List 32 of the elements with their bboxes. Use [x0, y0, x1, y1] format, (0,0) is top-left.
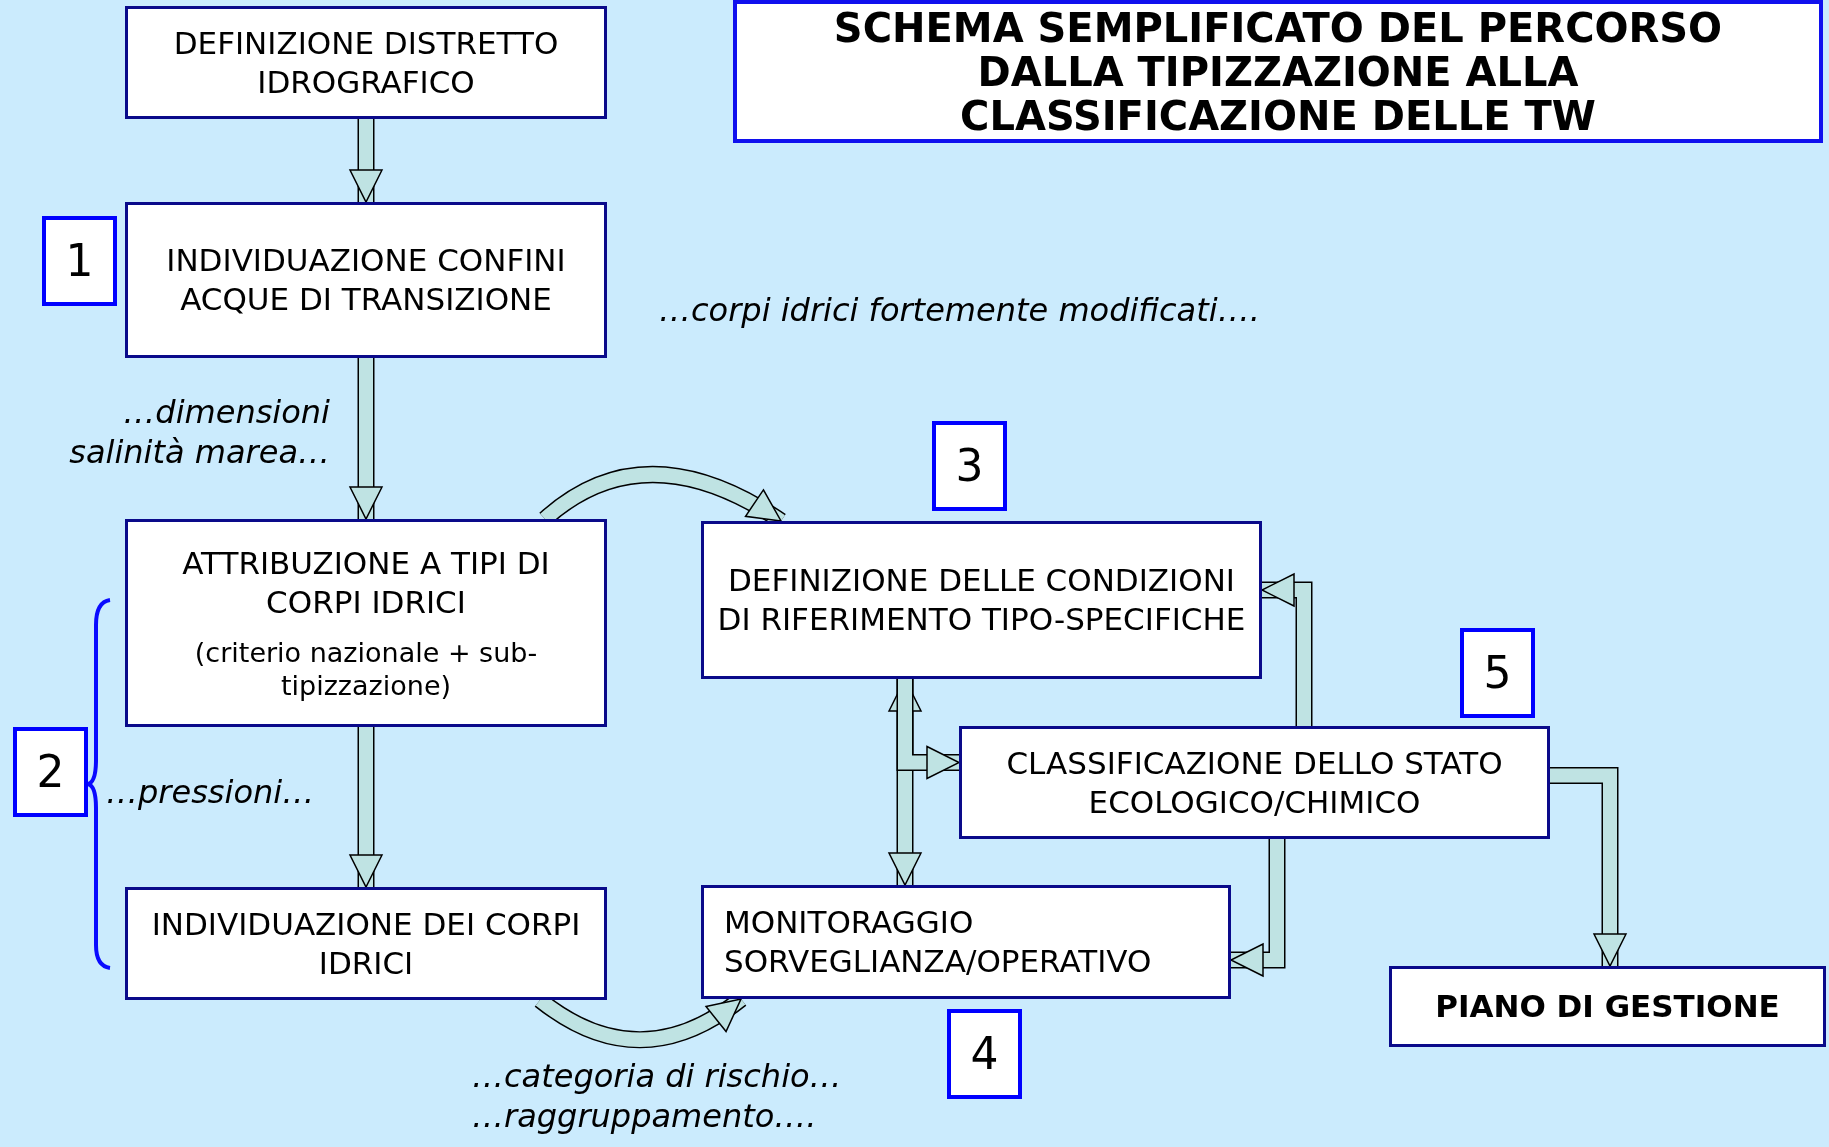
process-box — [125, 887, 607, 1000]
box-text: 2 — [36, 745, 65, 799]
box-text: 1 — [65, 234, 94, 288]
box-text: ATTRIBUZIONE A TIPI DI CORPI IDRICI — [181, 543, 551, 622]
process-box — [701, 885, 1231, 999]
process-box — [959, 726, 1550, 839]
box-text: 3 — [955, 439, 984, 493]
box-text: 4 — [970, 1027, 999, 1081]
diagram-title: SCHEMA SEMPLIFICATO DEL PERCORSO DALLA TIPIZZAZIONE ALLA CLASSIFICAZIONE DELLE TW — [832, 5, 1724, 138]
italic-note: …pressioni… — [106, 772, 316, 812]
process-box — [1389, 966, 1826, 1047]
box-text: 5 — [1483, 646, 1512, 700]
process-box — [125, 202, 607, 358]
box-text: CLASSIFICAZIONE DELLO STATO ECOLOGICO/CHIMICO — [1005, 743, 1504, 822]
box-text: INDIVIDUAZIONE DEI CORPI IDRICI — [150, 904, 582, 983]
process-box — [701, 521, 1262, 679]
number-box — [1460, 628, 1535, 718]
number-box — [947, 1009, 1022, 1099]
number-box — [13, 727, 88, 817]
process-box — [125, 519, 607, 727]
italic-note: …dimensioni salinità marea… — [68, 392, 330, 472]
box-text: DEFINIZIONE DISTRETTO IDROGRAFICO — [172, 23, 560, 102]
italic-note: …categoria di rischio… …raggruppamento…. — [472, 1056, 843, 1136]
box-text: INDIVIDUAZIONE CONFINI ACQUE DI TRANSIZIONE — [165, 241, 567, 319]
number-box — [932, 421, 1007, 511]
box-subtext: (criterio nazionale + sub-tipizzazione) — [193, 637, 539, 703]
box-text: DEFINIZIONE DELLE CONDIZIONI DI RIFERIMENTO TIPO-SPECIFICHE — [716, 561, 1247, 639]
italic-note: …corpi idrici fortemente modificati…. — [659, 290, 1261, 330]
process-box — [125, 6, 607, 119]
box-text: PIANO DI GESTIONE — [1435, 987, 1780, 1027]
box-text: MONITORAGGIO SORVEGLIANZA/OPERATIVO — [724, 903, 1153, 981]
number-box — [42, 216, 117, 306]
